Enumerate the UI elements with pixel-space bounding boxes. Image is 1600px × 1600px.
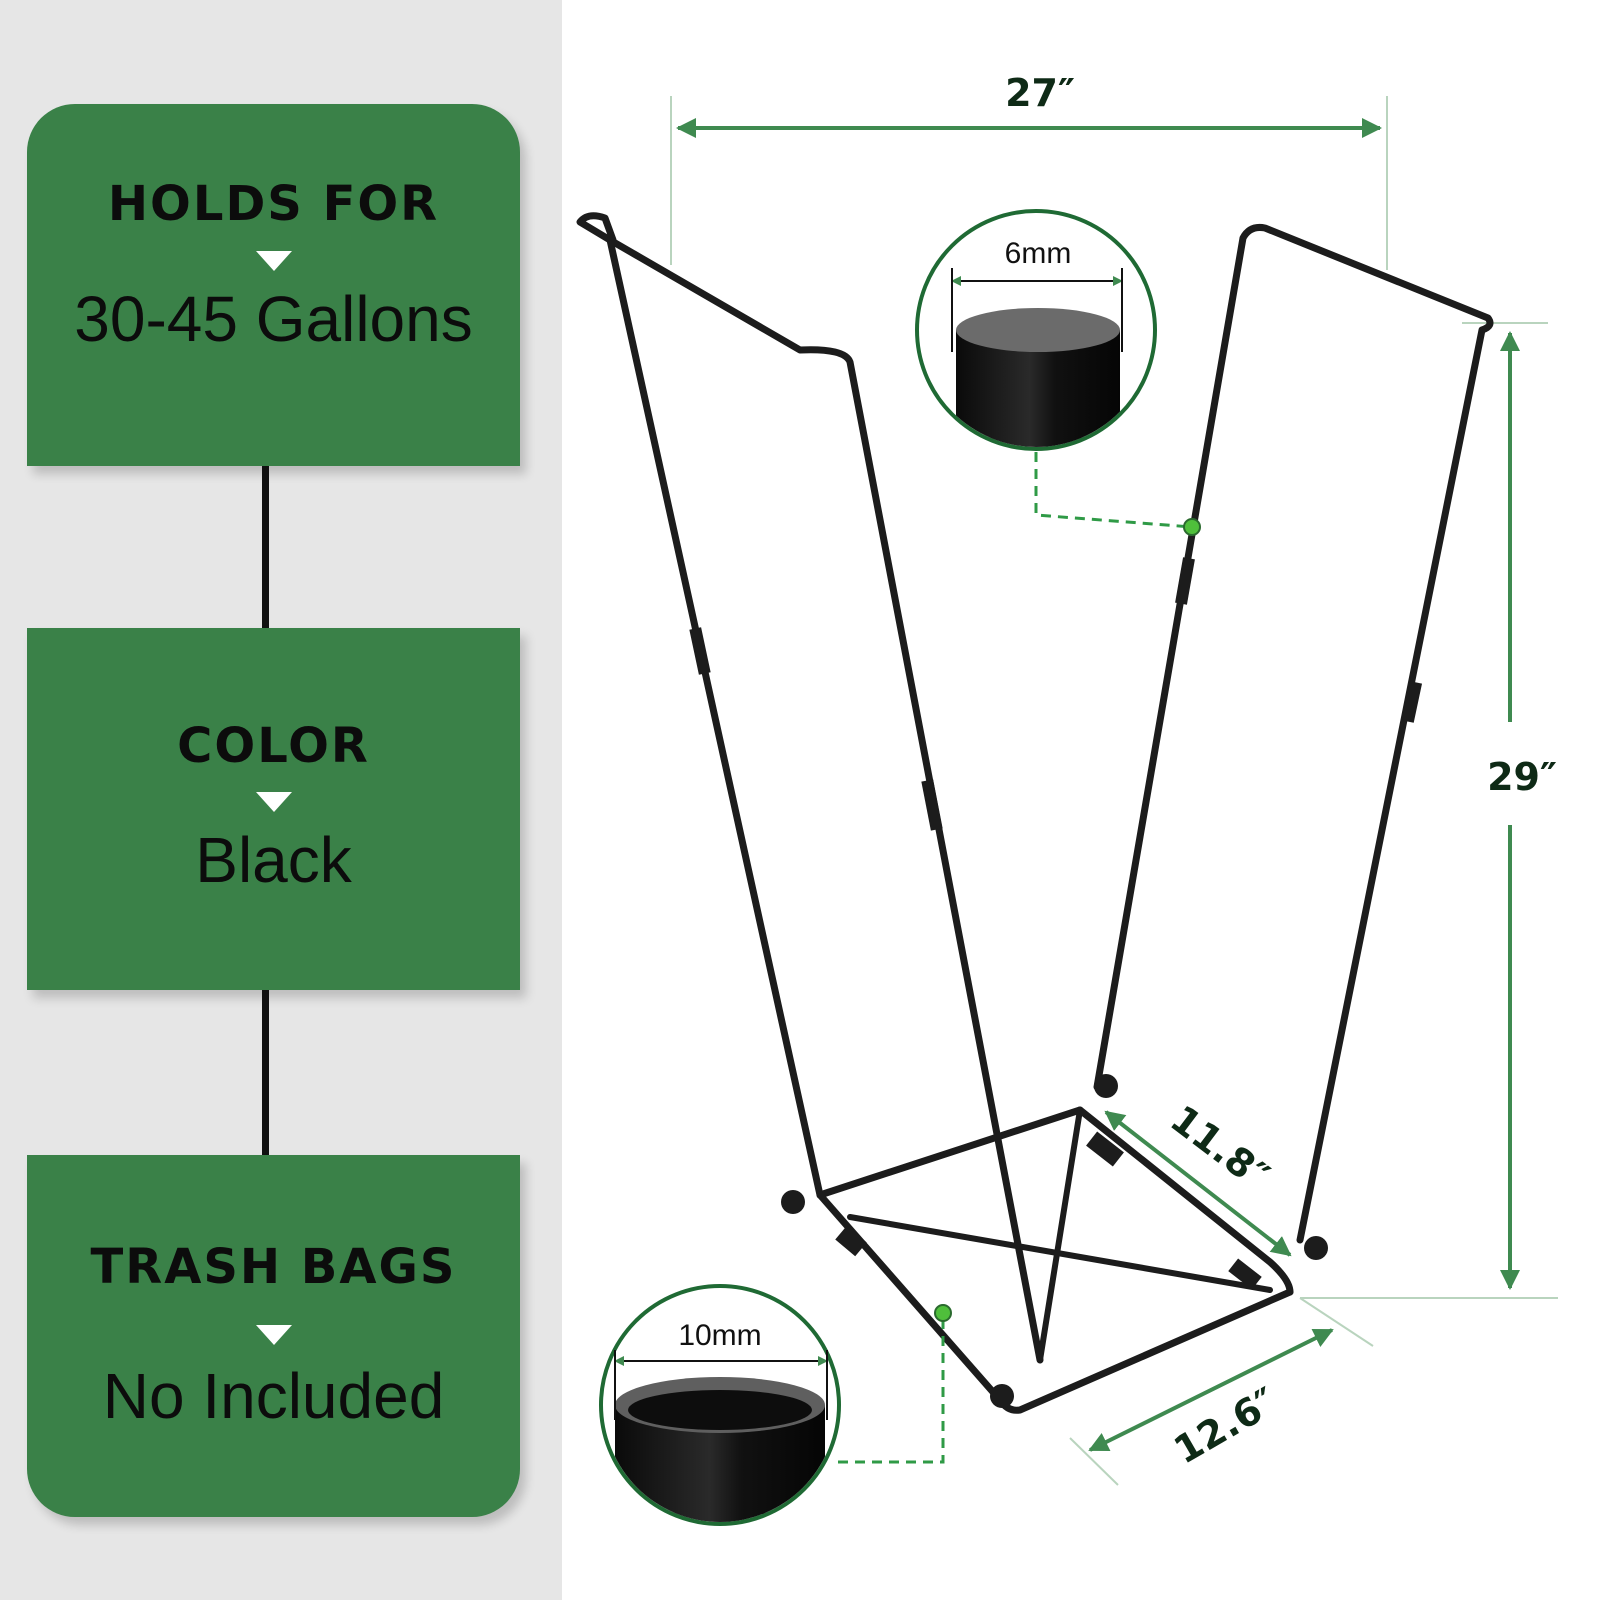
height-label: 29″ (1487, 755, 1557, 799)
spec-value: Black (195, 824, 352, 896)
dimension-guides (670, 96, 1558, 1486)
spec-card-trash-bags: TRASH BAGS No Included (27, 1155, 520, 1517)
specs-panel: HOLDS FOR 30-45 Gallons COLOR Black TRAS… (0, 0, 562, 1600)
depth-label: 11.8″ (1162, 1097, 1277, 1199)
frame-sleeves (689, 557, 1423, 1408)
connector-line (262, 990, 269, 1155)
spec-card-capacity: HOLDS FOR 30-45 Gallons (27, 104, 520, 466)
spec-heading: HOLDS FOR (107, 176, 440, 232)
triangle-down-icon (255, 1325, 292, 1345)
spec-heading: COLOR (177, 718, 370, 774)
width-dimension: 27″ (676, 71, 1382, 138)
foot-detail-callout: 10mm (599, 1284, 952, 1526)
rod-diameter-label: 6mm (1005, 237, 1072, 270)
foot-diameter-label: 10mm (678, 1319, 761, 1352)
base-width-label: 12.6″ (1167, 1379, 1285, 1472)
depth-dimension: 11.8″ (1104, 1097, 1292, 1257)
triangle-down-icon (255, 251, 292, 271)
rod-detail-callout: 6mm (915, 209, 1201, 536)
spec-value: No Included (102, 1360, 445, 1432)
spec-value: 30-45 Gallons (74, 283, 473, 355)
height-dimension: 29″ (1487, 331, 1557, 1290)
spec-heading: TRASH BAGS (90, 1239, 457, 1295)
triangle-down-icon (255, 792, 292, 812)
width-label: 27″ (1005, 71, 1075, 115)
bag-holder-frame (576, 212, 1494, 1414)
connector-line (262, 466, 269, 628)
spec-card-color: COLOR Black (27, 628, 520, 990)
base-width-dimension: 12.6″ (1088, 1328, 1334, 1472)
